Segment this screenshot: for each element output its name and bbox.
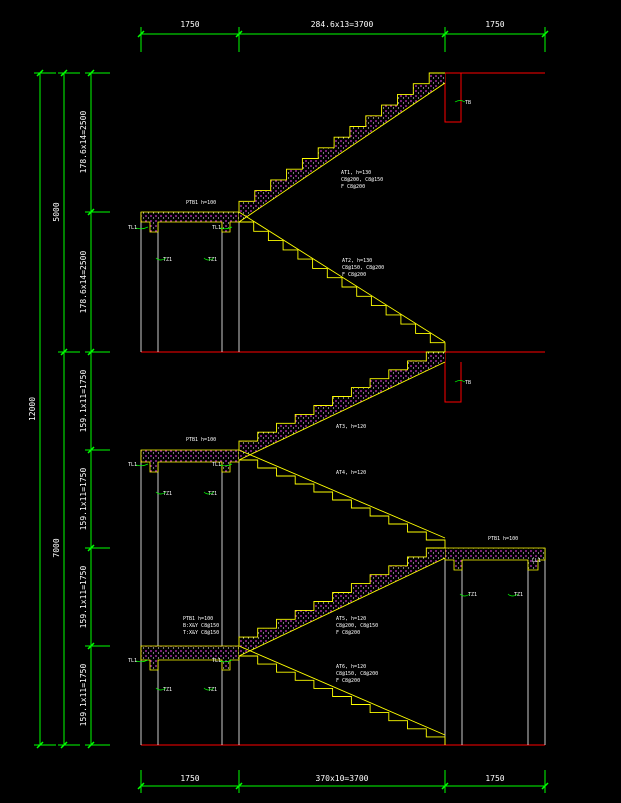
label-tb-top: TB xyxy=(465,100,471,106)
label-flight6-1: AT6, h=120 xyxy=(336,664,366,670)
flight-4-steps xyxy=(239,459,446,548)
stair-flights xyxy=(238,72,446,745)
label-beam-ml-2: TL1 xyxy=(212,462,221,468)
flight-3-soffit xyxy=(238,361,446,461)
label-flight5-3: F C8@200 xyxy=(336,630,360,636)
label-beam-ml-3: TZ1 xyxy=(163,491,172,497)
flight-1-hatch xyxy=(239,73,445,222)
label-beam-ml-1: TL1 xyxy=(128,462,137,468)
flight-4-soffit xyxy=(238,449,446,539)
dim-middle-2: 7000 xyxy=(52,538,61,557)
dim-middle-1: 5000 xyxy=(52,202,61,221)
label-tb-mid: TB xyxy=(465,380,471,386)
flight-5-soffit xyxy=(238,557,446,657)
flight-3-steps xyxy=(238,351,445,450)
dim-left-1: 178.6x14=2500 xyxy=(79,111,88,174)
dim-left-5: 159.1x11=1750 xyxy=(79,566,88,629)
label-flight5-2: C8@200, C8@150 xyxy=(336,623,378,629)
dimension-texts: 1750 284.6x13=3700 1750 1750 370x10=3700… xyxy=(28,20,505,783)
dim-bottom-right: 1750 xyxy=(485,774,504,783)
label-flight2-1: AT2, h=130 xyxy=(342,258,372,264)
label-beam-ul-3: TZ1 xyxy=(163,257,172,263)
flight-5-hatch xyxy=(239,548,445,656)
dim-left-2: 178.6x14=2500 xyxy=(79,251,88,314)
label-beam-ml-4: TZ1 xyxy=(208,491,217,497)
label-flight6-2: C8@150, C8@200 xyxy=(336,671,378,677)
landing-slabs xyxy=(140,211,546,671)
label-flight6-3: F C8@200 xyxy=(336,678,360,684)
label-beam-ul-1: TL1 xyxy=(128,225,137,231)
dim-left-3: 159.1x11=1750 xyxy=(79,370,88,433)
flight-1-steps xyxy=(238,72,445,212)
label-flight1-2: C8@200, C8@150 xyxy=(341,177,383,183)
label-beam-r-3: LL1 xyxy=(532,558,541,564)
label-slab-low: PTB1 h=100 xyxy=(183,616,213,622)
walls xyxy=(140,212,546,745)
label-beam-r-1: TZ1 xyxy=(468,592,477,598)
label-slab-mid: PTB1 h=100 xyxy=(186,437,216,443)
label-flight4: AT4, h=120 xyxy=(336,470,366,476)
flight-1-soffit xyxy=(238,82,446,223)
label-beam-ll-2: TL1 xyxy=(212,658,221,664)
flight-2-steps xyxy=(239,221,446,352)
label-flight3: AT3, h=120 xyxy=(336,424,366,430)
dim-bottom-left: 1750 xyxy=(180,774,199,783)
dimension-lines xyxy=(34,27,546,793)
landing-slab-right xyxy=(444,547,546,571)
flight-5-steps xyxy=(238,547,445,646)
label-flight2-3: F C8@200 xyxy=(342,272,366,278)
label-slab-right: PTB1 h=100 xyxy=(488,536,518,542)
flight-6-steps xyxy=(239,655,446,745)
label-slab-low-3: T:X&Y C8@150 xyxy=(183,630,219,636)
label-flight2-2: C8@150, C8@200 xyxy=(342,265,384,271)
drawing-labels: PTB1 h=100 PTB1 h=100 PTB1 h=100 PTB1 h=… xyxy=(128,100,541,693)
label-beam-ll-3: TZ1 xyxy=(163,687,172,693)
flight-6-soffit xyxy=(238,645,446,736)
floor-lines xyxy=(141,72,545,746)
label-beam-ll-4: TZ1 xyxy=(208,687,217,693)
label-beam-ul-4: TZ1 xyxy=(208,257,217,263)
label-slab-low-2: B:X&Y C8@150 xyxy=(183,623,219,629)
dim-top-middle: 284.6x13=3700 xyxy=(311,20,374,29)
label-flight1-1: AT1, h=130 xyxy=(341,170,371,176)
flight-3-hatch xyxy=(239,352,445,460)
flight-2-soffit xyxy=(238,211,446,343)
landing-slab-lower-left xyxy=(140,645,240,671)
dimension-ticks xyxy=(36,30,549,790)
label-beam-ul-2: TL1 xyxy=(212,225,221,231)
dim-left-4: 159.1x11=1750 xyxy=(79,468,88,531)
label-slab-top: PTB1 h=100 xyxy=(186,200,216,206)
label-flight5-1: AT5, h=120 xyxy=(336,616,366,622)
dim-bottom-middle: 370x10=3700 xyxy=(316,774,369,783)
leader-marks xyxy=(135,100,519,691)
label-flight1-3: F C8@200 xyxy=(341,184,365,190)
dim-outer: 12000 xyxy=(28,397,37,421)
landing-slab-middle-left xyxy=(140,449,240,473)
label-beam-ll-1: TL1 xyxy=(128,658,137,664)
dim-left-6: 159.1x11=1750 xyxy=(79,664,88,727)
dim-top-left: 1750 xyxy=(180,20,199,29)
dim-top-right: 1750 xyxy=(485,20,504,29)
label-beam-r-2: TZ1 xyxy=(514,592,523,598)
